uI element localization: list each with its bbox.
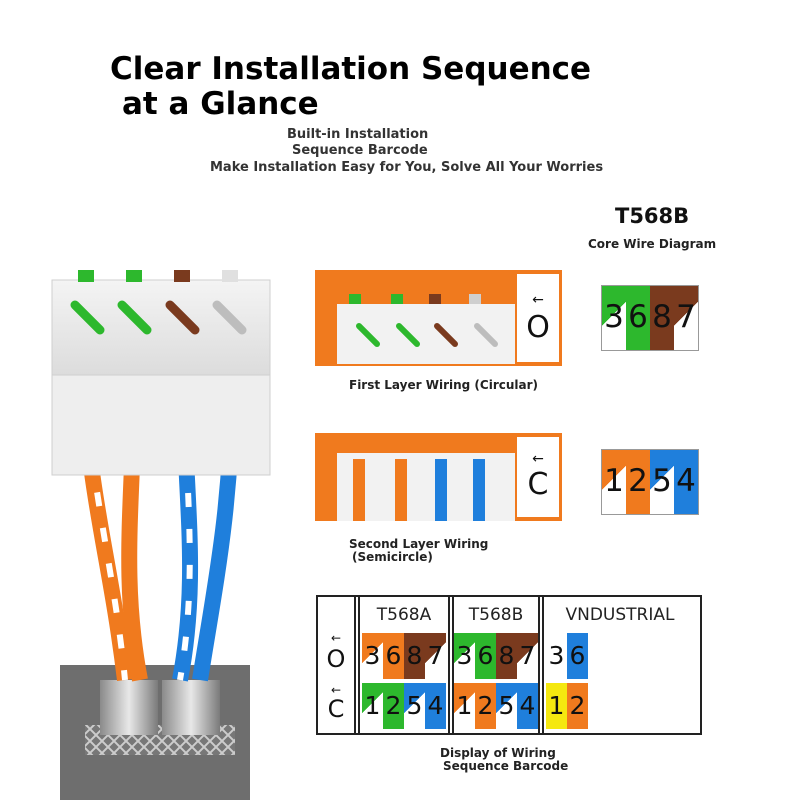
- barcode-caption-line-2: Sequence Barcode: [443, 759, 569, 773]
- second-layer-symbol: C: [527, 467, 549, 502]
- t568b-top-strip: 3 6 8 7: [454, 633, 538, 679]
- barcode-digit: 5: [404, 683, 425, 729]
- barcode-digit: 8: [404, 633, 425, 679]
- second-layer-block-illustration: [337, 453, 515, 521]
- first-layer-symbol: O: [526, 310, 550, 345]
- second-layer-digit: 5: [650, 450, 674, 514]
- barcode-digit: 2: [383, 683, 404, 729]
- barcode-digit: 3: [362, 633, 383, 679]
- barcode-header-t568a: T568A: [376, 605, 432, 625]
- barcode-digit: 3: [454, 633, 475, 679]
- t568a-bottom-strip: 1 2 5 4: [362, 683, 446, 729]
- second-layer-digit: 1: [602, 450, 626, 514]
- first-layer-digit: 6: [626, 286, 650, 350]
- subheading-line-2: Sequence Barcode: [292, 143, 428, 158]
- second-layer-caption-line-2: (Semicircle): [352, 550, 433, 564]
- barcode-digit: 7: [517, 633, 538, 679]
- barcode-digit: 3: [546, 633, 567, 679]
- vndustrial-top-strip: 3 6: [546, 633, 588, 679]
- vndustrial-bottom-strip: 1 2: [546, 683, 588, 729]
- barcode-digit: 6: [567, 633, 588, 679]
- barcode-header-vndustrial: VNDUSTRIAL: [565, 605, 675, 625]
- first-layer-digit-strip: 3 6 8 7: [601, 285, 699, 351]
- second-layer-digit: 4: [674, 450, 698, 514]
- first-layer-digit: 3: [602, 286, 626, 350]
- barcode-header-t568b: T568B: [468, 605, 524, 625]
- subheading-line-3: Make Installation Easy for You, Solve Al…: [210, 160, 604, 175]
- headline-line-2: at a Glance: [122, 86, 319, 122]
- second-layer-panel: ← C: [315, 433, 562, 521]
- arrow-left-icon: ←: [330, 683, 342, 697]
- barcode-row-symbol-bottom: C: [327, 695, 345, 723]
- second-layer-digit-strip: 1 2 5 4: [601, 449, 699, 515]
- second-layer-digit: 2: [626, 450, 650, 514]
- first-layer-digit: 7: [674, 286, 698, 350]
- diagram-subtitle: Core Wire Diagram: [588, 237, 717, 251]
- barcode-digit: 1: [454, 683, 475, 729]
- barcode-caption-line-1: Display of Wiring: [440, 746, 556, 760]
- barcode-digit: 2: [567, 683, 588, 729]
- barcode-digit: 6: [383, 633, 404, 679]
- first-layer-digit: 8: [650, 286, 674, 350]
- barcode-digit: 4: [425, 683, 446, 729]
- diagram-title: T568B: [615, 204, 690, 228]
- t568b-bottom-strip: 1 2 5 4: [454, 683, 538, 729]
- barcode-digit: 1: [546, 683, 567, 729]
- second-layer-caption-line-1: Second Layer Wiring: [349, 537, 489, 551]
- first-layer-block-illustration: [337, 294, 515, 364]
- barcode-digit: 4: [517, 683, 538, 729]
- subheading-line-1: Built-in Installation: [287, 127, 429, 142]
- headline-line-1: Clear Installation Sequence: [110, 51, 592, 87]
- arrow-left-icon: ←: [532, 451, 544, 467]
- barcode-digit: 2: [475, 683, 496, 729]
- barcode-digit: 7: [425, 633, 446, 679]
- connector-illustration: [51, 270, 271, 800]
- t568a-top-strip: 3 6 8 7: [362, 633, 446, 679]
- barcode-digit: 5: [496, 683, 517, 729]
- barcode-digit: 6: [475, 633, 496, 679]
- first-layer-caption: First Layer Wiring (Circular): [349, 378, 538, 392]
- barcode-digit: 1: [362, 683, 383, 729]
- barcode-row-symbol-top: O: [326, 645, 346, 673]
- barcode-table: ← O ← C T568A T568B VNDUSTRIAL 3 6 8 7 1…: [316, 595, 702, 735]
- second-layer-symbol-box: ← C: [517, 437, 559, 517]
- first-layer-symbol-box: ← O: [517, 274, 559, 362]
- arrow-left-icon: ←: [330, 631, 342, 645]
- first-layer-panel: ← O: [315, 270, 562, 366]
- arrow-left-icon: ←: [532, 292, 544, 308]
- barcode-digit: 8: [496, 633, 517, 679]
